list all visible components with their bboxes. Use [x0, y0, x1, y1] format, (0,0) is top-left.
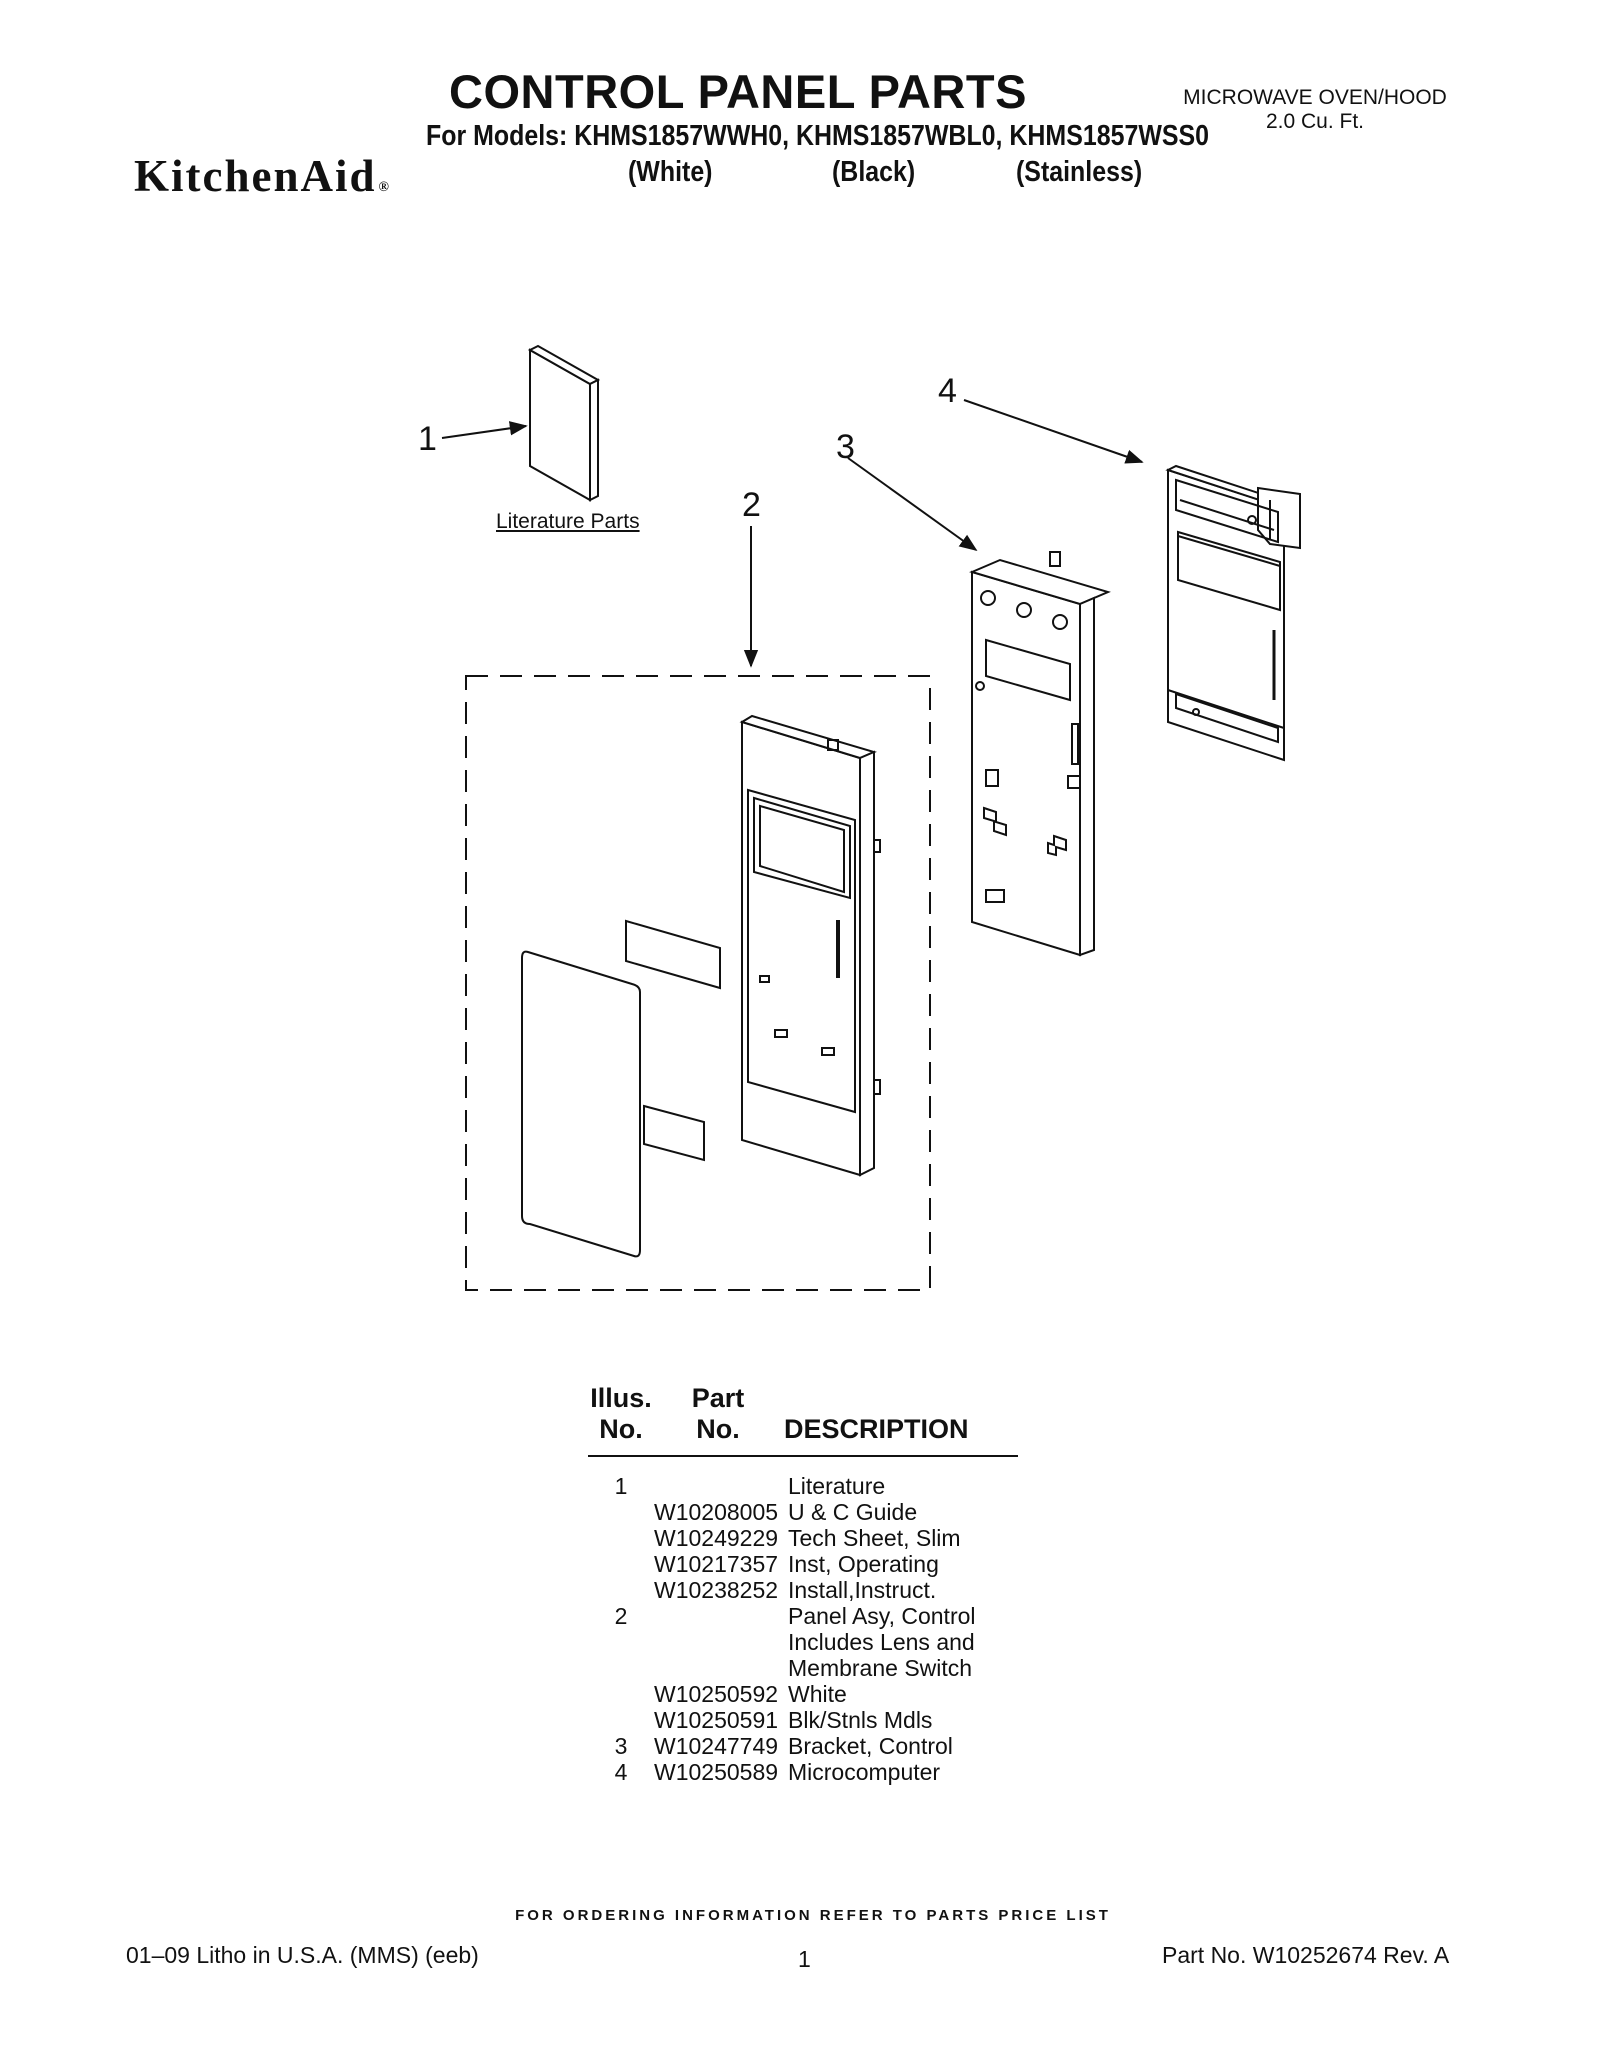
leader-4: [963, 399, 1144, 464]
leader-1: [441, 421, 528, 439]
color-white: (White): [628, 156, 713, 188]
exploded-diagram: [441, 344, 1301, 1291]
microcomputer-board: [963, 399, 1301, 762]
color-black: (Black): [832, 156, 916, 188]
page-number: 1: [798, 1946, 811, 1972]
flex-tail: [643, 1104, 705, 1162]
callout-2: 2: [742, 486, 761, 524]
lens: [625, 919, 721, 990]
header-illus-no: Illus. No.: [590, 1383, 652, 1444]
header-description: DESCRIPTION: [784, 1414, 969, 1444]
literature-booklet: [441, 344, 601, 502]
leader-3: [847, 457, 978, 552]
registered-mark: ®: [378, 180, 391, 195]
color-stainless: (Stainless): [1016, 156, 1143, 188]
control-bracket: [847, 457, 1111, 957]
header-rule: [588, 1455, 1018, 1457]
brand-name: KitchenAid: [134, 151, 377, 201]
models-line: For Models: KHMS1857WWH0, KHMS1857WBL0, …: [426, 120, 1210, 152]
brand-logo: KitchenAid®: [134, 150, 391, 202]
product-capacity: 2.0 Cu. Ft.: [1265, 110, 1365, 133]
product-type: MICROWAVE OVEN/HOOD: [1183, 86, 1447, 109]
document-part-number: Part No. W10252674 Rev. A: [1162, 1942, 1450, 1968]
callout-1: 1: [418, 420, 437, 458]
membrane-switch: [521, 950, 641, 1258]
litho-info: 01–09 Litho in U.S.A. (MMS) (eeb): [126, 1942, 479, 1968]
page-title: CONTROL PANEL PARTS: [449, 65, 1027, 118]
panel-assembly-box: [465, 675, 931, 1291]
literature-parts-label: Literature Parts: [496, 510, 640, 533]
product-info: MICROWAVE OVEN/HOOD 2.0 Cu. Ft.: [1150, 86, 1480, 134]
control-panel: [739, 714, 881, 1177]
header-part-no: Part No.: [691, 1383, 745, 1444]
ordering-note: FOR ORDERING INFORMATION REFER TO PARTS …: [515, 1907, 1111, 1924]
callout-3: 3: [836, 428, 855, 466]
callout-4: 4: [938, 372, 957, 410]
